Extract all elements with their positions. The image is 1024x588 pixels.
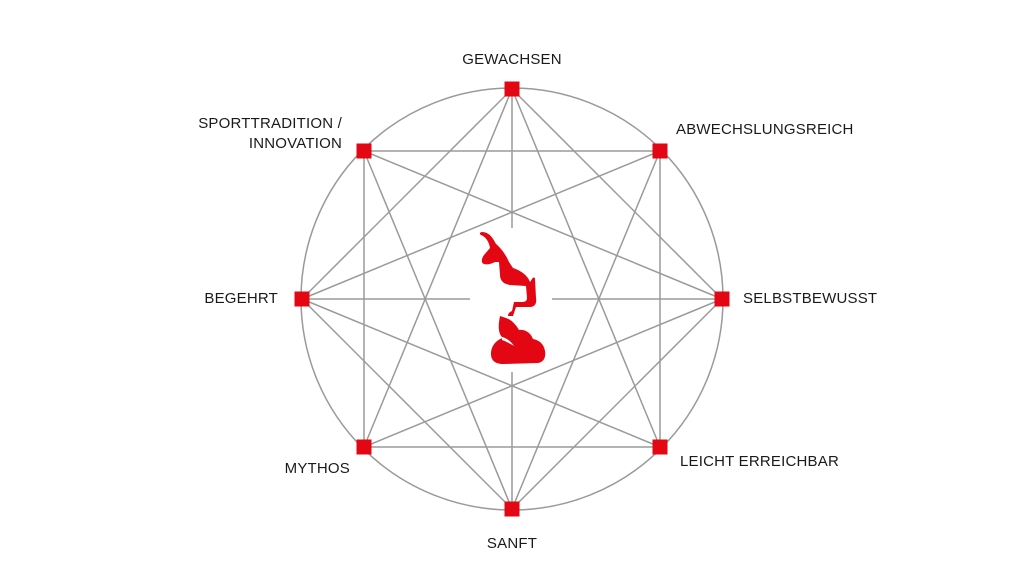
label-text: MYTHOS [284, 460, 350, 477]
edge-gewachsen-selbstbewusst [511, 88, 723, 300]
edge-selbstbewusst-sporttradition-innovation [363, 150, 723, 300]
edge-abwechslungsreich-sanft [511, 150, 661, 510]
node-label-abwechslungsreich: ABWECHSLUNGSREICH [676, 120, 854, 140]
label-text: SELBSTBEWUSST [743, 290, 878, 307]
node-label-gewachsen: GEWACHSEN [412, 50, 612, 70]
node-label-mythos: MYTHOS [150, 459, 350, 479]
label-text: ABWECHSLUNGSREICH [676, 121, 854, 138]
rock-base [491, 316, 546, 364]
node-marker-sanft [504, 501, 520, 517]
node-label-selbstbewusst: SELBSTBEWUSST [743, 289, 877, 309]
node-marker-begehrt [294, 291, 310, 307]
node-label-leicht-erreichbar: LEICHT ERREICHBAR [680, 452, 839, 472]
rock-highlight [502, 337, 514, 346]
node-marker-gewachsen [504, 81, 520, 97]
label-text: LEICHT ERREICHBAR [680, 453, 839, 470]
label-text: BEGEHRT [204, 290, 278, 307]
label-text-line-1: SPORTTRADITION / [198, 115, 342, 132]
node-label-sporttradition-innovation: SPORTTRADITION / INNOVATION [142, 114, 342, 154]
edge-leicht-erreichbar-begehrt [301, 298, 661, 448]
edge-selbstbewusst-sanft [511, 298, 723, 510]
node-markers [294, 81, 730, 517]
edge-sanft-begehrt [301, 298, 513, 510]
label-text: GEWACHSEN [462, 51, 562, 68]
edge-gewachsen-begehrt [301, 88, 513, 300]
chamois-on-rock-icon [479, 232, 546, 364]
edge-sanft-sporttradition-innovation [363, 150, 513, 510]
node-marker-selbstbewusst [714, 291, 730, 307]
edge-gewachsen-mythos [363, 88, 513, 448]
center-spokes [301, 89, 723, 509]
label-text: SANFT [486, 535, 538, 552]
node-marker-abwechslungsreich [652, 143, 668, 159]
label-text-line-2: INNOVATION [248, 135, 342, 152]
edge-gewachsen-leicht-erreichbar [511, 88, 661, 448]
node-marker-leicht-erreichbar [652, 439, 668, 455]
node-marker-mythos [356, 439, 372, 455]
node-label-begehrt: BEGEHRT [78, 289, 278, 309]
edge-abwechslungsreich-begehrt [301, 150, 661, 300]
node-label-sanft: SANFT [412, 534, 612, 554]
chamois-body [479, 232, 537, 316]
node-marker-sporttradition-innovation [356, 143, 372, 159]
edge-selbstbewusst-mythos [363, 298, 723, 448]
